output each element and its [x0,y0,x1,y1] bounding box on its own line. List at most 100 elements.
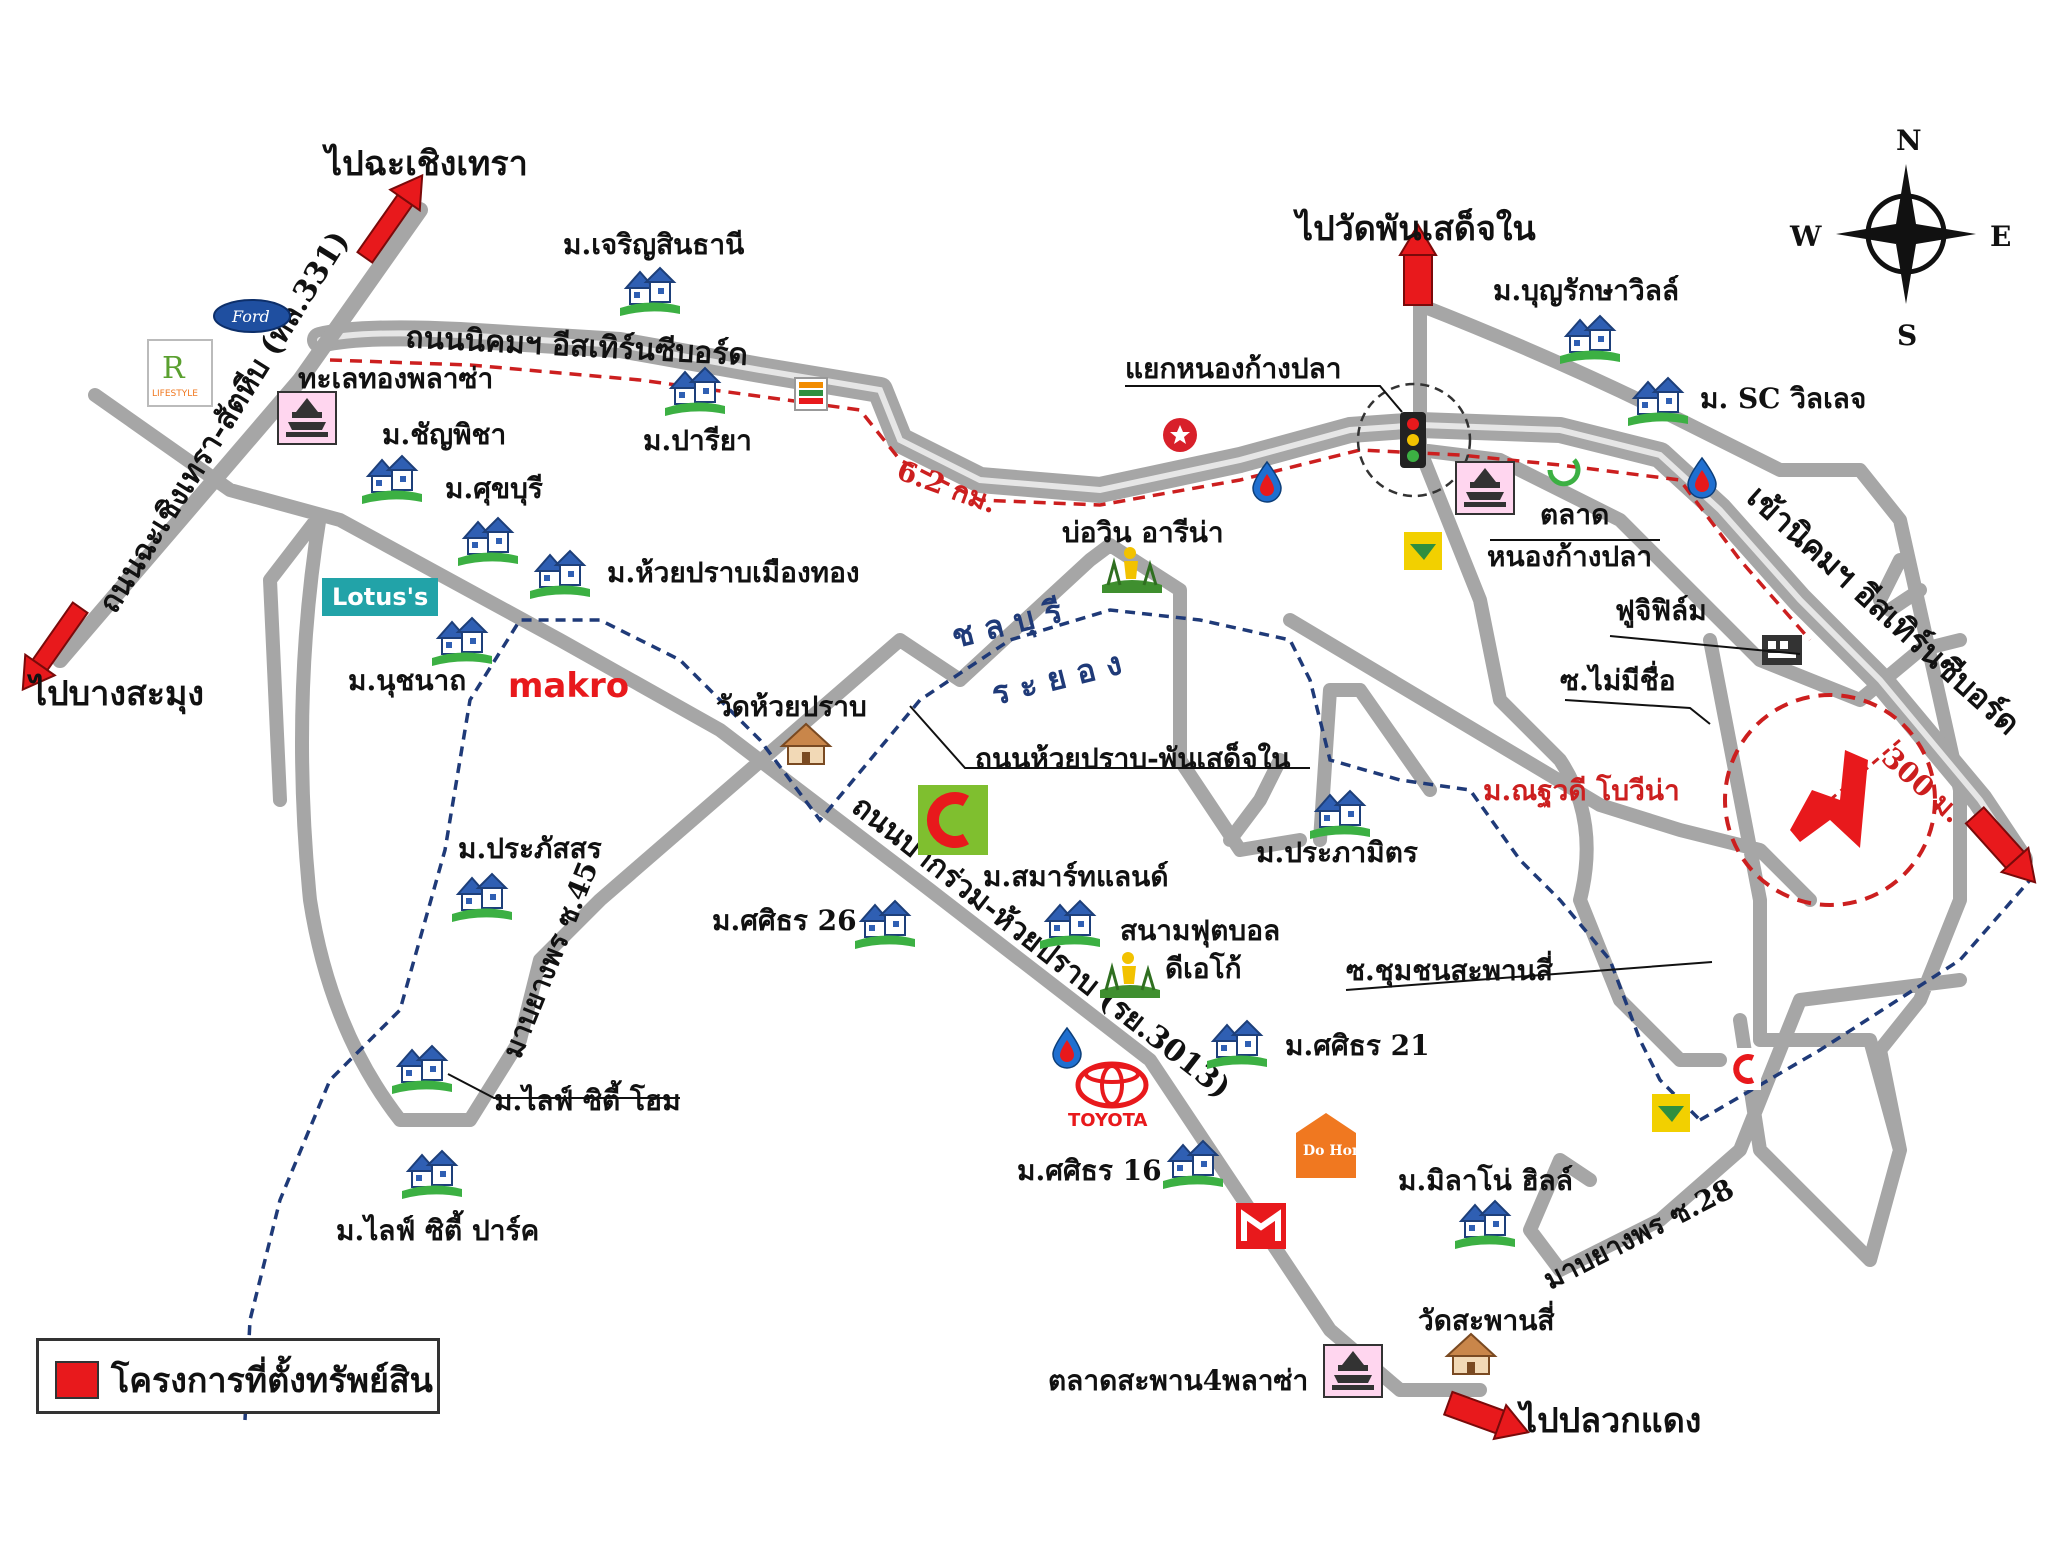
ptt-station-icon-1 [1404,532,1442,570]
lotus-logo-icon [322,578,438,616]
toyota-label: TOYOTA [1068,1110,1148,1131]
gas-station-icon-3 [1052,1027,1082,1069]
gas-station-icon-2 [1687,457,1717,499]
province-label-chonburi: ช ล บุ รี [948,592,1067,658]
province-boundary [243,608,1702,1421]
big-c-icon [918,785,988,855]
ford-logo-icon [213,299,291,333]
place-sukburi: ม.ศุขบุรี [445,472,543,506]
arrow-to-chachoengsao [356,164,438,264]
house-icon-life-city-park [401,1150,463,1200]
place-smart-land: ม.สมาร์ทแลนด์ [983,860,1169,893]
svg-text:R: R [162,351,186,386]
road-industrial-estate-inner [317,330,2023,863]
big-c-icon-small [1727,1048,1761,1090]
label-to-bang-samung: ไปบางสะมุง [27,673,204,715]
place-sasithon-21: ม.ศศิธร 21 [1285,1029,1430,1062]
place-prapamit: ม.ประภามิตร [1256,836,1418,869]
place-wat-saphan-si: วัดสะพานสี่ [1418,1300,1555,1337]
temple-icon-wat-saphan-si [1446,1333,1496,1375]
place-market-line1: ตลาด [1540,498,1609,531]
compass-w: W [1789,220,1822,253]
place-sasithon-26: ม.ศศิธร 26 [712,904,857,937]
bangchak-icon [1547,458,1581,487]
place-football-line1: สนามฟุตบอล [1120,914,1280,948]
arrow-to-wat-phan-sadet-nai [1399,224,1437,306]
property-location-marker [1790,750,1868,848]
road-label-huai-prap-phan-sadet-nai: ถนนห้วยปราบ-พันเสด็จใน [975,741,1290,775]
place-prapasson: ม.ประภัสสร [458,832,602,865]
house-icon-sasithon-26 [854,900,916,950]
market-icon-nong-kang-pla [1455,461,1515,515]
place-sc-village: ม. SC วิลเลจ [1700,382,1866,415]
label-to-wat-phan-sadet-nai: ไปวัดพันเสด็จใน [1293,207,1536,249]
market-icon-saphan-si-plaza [1323,1344,1383,1398]
house-icon-prapasson [451,873,513,923]
legend-property-swatch [55,1361,99,1399]
fuji-film-factory-icon [1762,635,1802,665]
house-icon-life-city-home [391,1045,453,1095]
seven-eleven-icon [794,377,828,411]
place-chanphicha: ม.ชัญพิชา [382,418,506,451]
arrow-to-bang-samung [7,601,89,701]
house-icon-bunrak-villa [1559,315,1621,365]
junction-circle [1356,382,1472,498]
compass-n: N [1896,124,1922,157]
dohome-label: Do Home [1303,1143,1376,1159]
house-icon-charoen-sin-thani [619,267,681,317]
place-wat-huai-prap: วัดห้วยปราบ [716,690,867,723]
place-charoen-sin-thani: ม.เจริญสินธานี [563,228,744,261]
traffic-light-icon [1400,412,1426,468]
house-icon-nuchanat [431,617,493,667]
place-nong-kang-pla-junction: แยกหนองก้างปลา [1125,352,1342,385]
lotus-label: Lotus's [332,583,428,611]
place-bowin-arena: บ่อวิน อารีน่า [1062,516,1224,549]
compass-s: S [1897,319,1917,352]
compass-rose-icon [1836,164,1976,304]
dohome-icon [1296,1113,1356,1178]
lifestyle-label: LIFESTYLE [152,389,198,399]
place-milano-hill: ม.มิลาโน่ ฮิลล์ [1398,1163,1573,1197]
label-to-chachoengsao: ไปฉะเชิงเทรา [322,143,528,184]
house-icon-sc-village [1627,377,1689,427]
market-icon-thanya-plaza [277,391,337,445]
house-icon-huai-prap-mueang-thong [529,550,591,600]
place-soi-no-name: ซ.ไม่มีชื่อ [1560,660,1676,697]
place-thanya-plaza: ทะเลทองพลาซ่า [298,362,493,395]
lifestyle-mall-icon: R [147,339,213,407]
place-life-city-park: ม.ไลฟ์ ซิตี้ ปาร์ค [336,1209,539,1247]
arrow-to-pluak-daeng [1442,1390,1536,1451]
house-icon-sasithon-21 [1206,1020,1268,1070]
radius-circle-300m [1723,693,1937,907]
house-icon-smart-land [1039,900,1101,950]
house-icon-milano-hill [1454,1200,1516,1250]
road-network-lines [88,298,1967,1397]
arrow-to-industrial-estate [1964,805,2048,896]
place-football-line2: ดีเอโก้ [1165,951,1242,985]
place-market-line2: หนองก้างปลา [1487,540,1652,573]
house-icon-chanphicha [361,455,423,505]
homepro-icon [1236,1203,1286,1249]
label-to-pluak-daeng: ไปปลวกแดง [1517,1400,1701,1441]
province-label-rayong: ร ะ ย อ ง [988,644,1126,713]
makro-logo: makro [508,666,629,706]
stadium-icon-football-diego [1098,950,1162,1000]
place-natthawadi-bowina: ม.ณฐวดี โบวีน่า [1483,773,1680,809]
legend-label: โครงการที่ตั้งทรัพย์สิน [111,1361,433,1401]
place-nuchanat: ม.นุชนาถ [348,664,466,698]
compass-e: E [1990,220,2011,253]
leader-lines [447,385,1801,1099]
place-fuji-film: ฟูจิฟิล์ม [1615,594,1707,628]
house-icon-sukburi [457,517,519,567]
place-huai-prap-mueang-thong: ม.ห้วยปราบเมืองทอง [607,556,860,589]
place-bunrak-villa: ม.บุญรักษาวิลล์ [1493,274,1679,308]
toyota-logo-icon [1075,1061,1149,1109]
road-highway-331 [52,202,428,668]
ford-label: Ford [231,307,270,326]
caltex-icon [1163,418,1197,452]
ptt-station-icon-2 [1652,1094,1690,1132]
place-pariya: ม.ปารียา [643,424,752,457]
map-legend: โครงการที่ตั้งทรัพย์สิน [36,1338,440,1414]
place-saphan-si-plaza: ตลาดสะพาน4พลาซ่า [1048,1364,1308,1397]
